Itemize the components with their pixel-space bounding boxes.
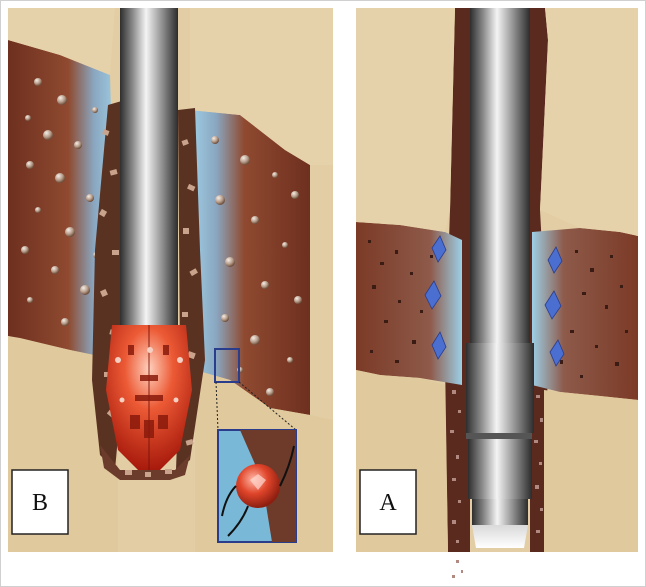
formation-layer-right-b	[190, 110, 310, 415]
sand-top-right-a	[540, 8, 638, 236]
collar-icon	[466, 343, 534, 548]
sand-top-left-a	[356, 8, 455, 232]
drill-pipe-b	[120, 8, 178, 338]
formation-layer-left-a	[356, 222, 462, 385]
panel-b: B	[8, 8, 333, 552]
panel-a-label: A	[379, 490, 397, 516]
formation-layer-right-a	[532, 228, 638, 400]
panel-a: A	[356, 8, 638, 578]
drill-pipe-a	[470, 8, 530, 343]
drill-bit-icon	[106, 325, 192, 470]
panel-b-label: B	[32, 490, 48, 516]
sand-bottom-right-a	[544, 390, 638, 552]
